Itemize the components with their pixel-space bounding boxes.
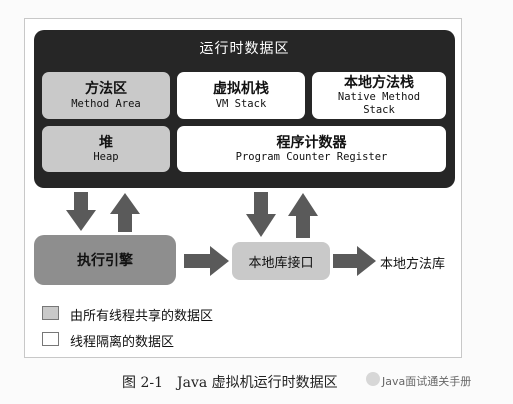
watermark-icon <box>366 372 380 386</box>
native-interface-box: 本地库接口 <box>232 242 330 280</box>
legend-shared-swatch <box>42 306 59 320</box>
method-area-en: Method Area <box>71 97 141 110</box>
legend-isolated-label: 线程隔离的数据区 <box>70 335 175 350</box>
program-counter-cn: 程序计数器 <box>276 134 347 151</box>
native-method-stack-box: 本地方法栈 Native Method Stack <box>312 72 446 119</box>
heap-en: Heap <box>93 151 119 164</box>
native-method-stack-cn: 本地方法栈 <box>344 75 414 92</box>
figure-caption: 图 2-1 Java 虚拟机运行时数据区 <box>122 375 338 391</box>
execution-engine-box: 执行引擎 <box>34 235 176 285</box>
vm-stack-en: VM Stack <box>215 97 267 110</box>
arrow-down-engine <box>66 192 96 231</box>
vm-stack-box: 虚拟机栈 VM Stack <box>177 72 305 119</box>
native-method-stack-en-2: Stack <box>363 103 395 116</box>
legend-shared-label: 由所有线程共享的数据区 <box>70 309 214 324</box>
native-library-label: 本地方法库 <box>380 257 446 272</box>
arrow-right-interface-to-library <box>333 246 376 276</box>
runtime-data-area-title: 运行时数据区 <box>199 41 290 57</box>
native-interface-label: 本地库接口 <box>248 255 314 271</box>
method-area-cn: 方法区 <box>85 81 127 98</box>
native-method-stack-en-1: Native Method <box>337 91 421 104</box>
execution-engine-label: 执行引擎 <box>77 253 133 269</box>
watermark-text: Java面试通关手册 <box>382 375 472 388</box>
arrow-right-engine-to-interface <box>184 246 229 276</box>
heap-cn: 堆 <box>99 134 113 151</box>
heap-box: 堆 Heap <box>42 126 170 172</box>
arrow-up-native-interface <box>288 193 318 238</box>
method-area-box: 方法区 Method Area <box>42 72 170 119</box>
arrow-up-engine <box>110 193 140 232</box>
legend-isolated-swatch <box>42 332 59 346</box>
arrow-down-native-interface <box>246 192 276 237</box>
program-counter-box: 程序计数器 Program Counter Register <box>177 126 446 172</box>
vm-stack-cn: 虚拟机栈 <box>213 81 269 98</box>
program-counter-en: Program Counter Register <box>235 151 388 164</box>
